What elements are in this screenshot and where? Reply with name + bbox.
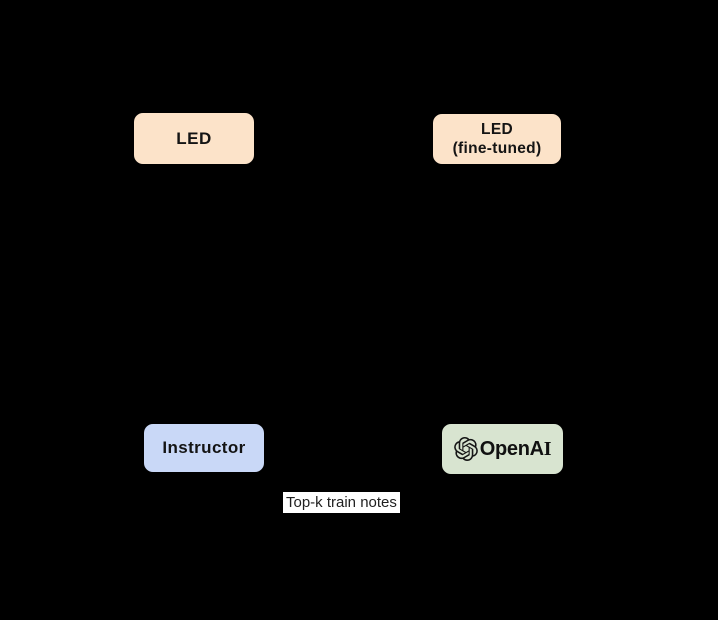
node-instructor-label: Instructor	[162, 438, 246, 458]
node-led-finetuned-label-line1: LED	[481, 120, 513, 138]
node-led-label: LED	[176, 128, 212, 148]
node-instructor: Instructor	[143, 423, 265, 473]
top-k-train-notes-label: Top-k train notes	[283, 492, 400, 513]
node-led-finetuned-label-line2: (fine-tuned)	[452, 140, 542, 157]
node-openai: OpenAI	[441, 423, 564, 475]
openai-wordmark-i: I	[543, 437, 552, 460]
node-led-finetuned: LED (fine-tuned)	[432, 113, 562, 165]
openai-wordmark: OpenAI	[480, 437, 552, 462]
openai-logo-icon	[453, 437, 478, 461]
node-led: LED	[133, 112, 255, 165]
openai-wordmark-main: OpenA	[479, 437, 544, 460]
